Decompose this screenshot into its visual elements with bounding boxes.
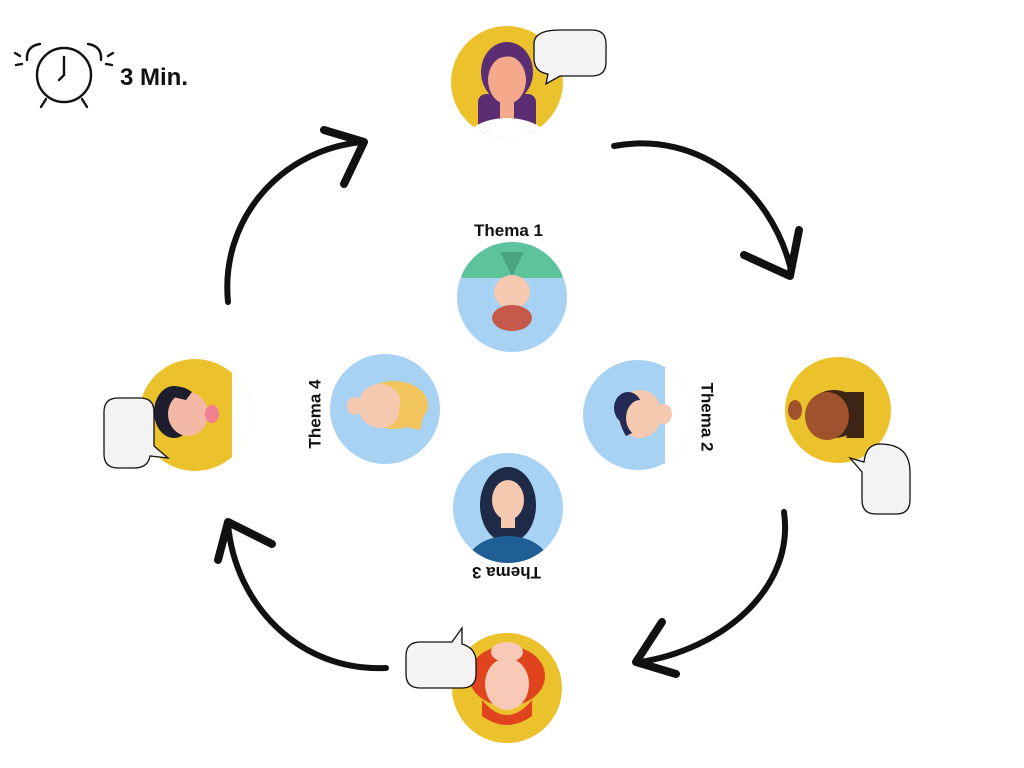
alarm-clock-icon	[13, 42, 115, 109]
participant-bottom	[452, 633, 562, 743]
topic-2-label: Thema 2	[697, 382, 717, 452]
participant-left	[139, 359, 251, 471]
timer-label: 3 Min.	[120, 64, 189, 91]
topic-1-avatar	[457, 242, 567, 352]
speech-bubble-right	[848, 443, 911, 515]
topic-1-label: Thema 1	[474, 221, 543, 240]
participant-right	[785, 357, 891, 463]
arrow-top-right	[611, 140, 803, 280]
arrow-bottom-right	[632, 509, 789, 678]
speech-bubble-bottom	[405, 625, 477, 689]
topic-2-avatar	[583, 360, 693, 470]
speech-bubble-left	[103, 397, 171, 469]
topic-3-label: Thema 3	[472, 563, 541, 582]
topic-3-avatar	[453, 453, 563, 563]
topic-4-avatar	[330, 354, 440, 464]
speech-bubble-top	[533, 29, 607, 86]
arrow-bottom-left	[214, 518, 389, 672]
arrow-top-left	[224, 126, 368, 305]
topic-4-label: Thema 4	[305, 379, 325, 449]
